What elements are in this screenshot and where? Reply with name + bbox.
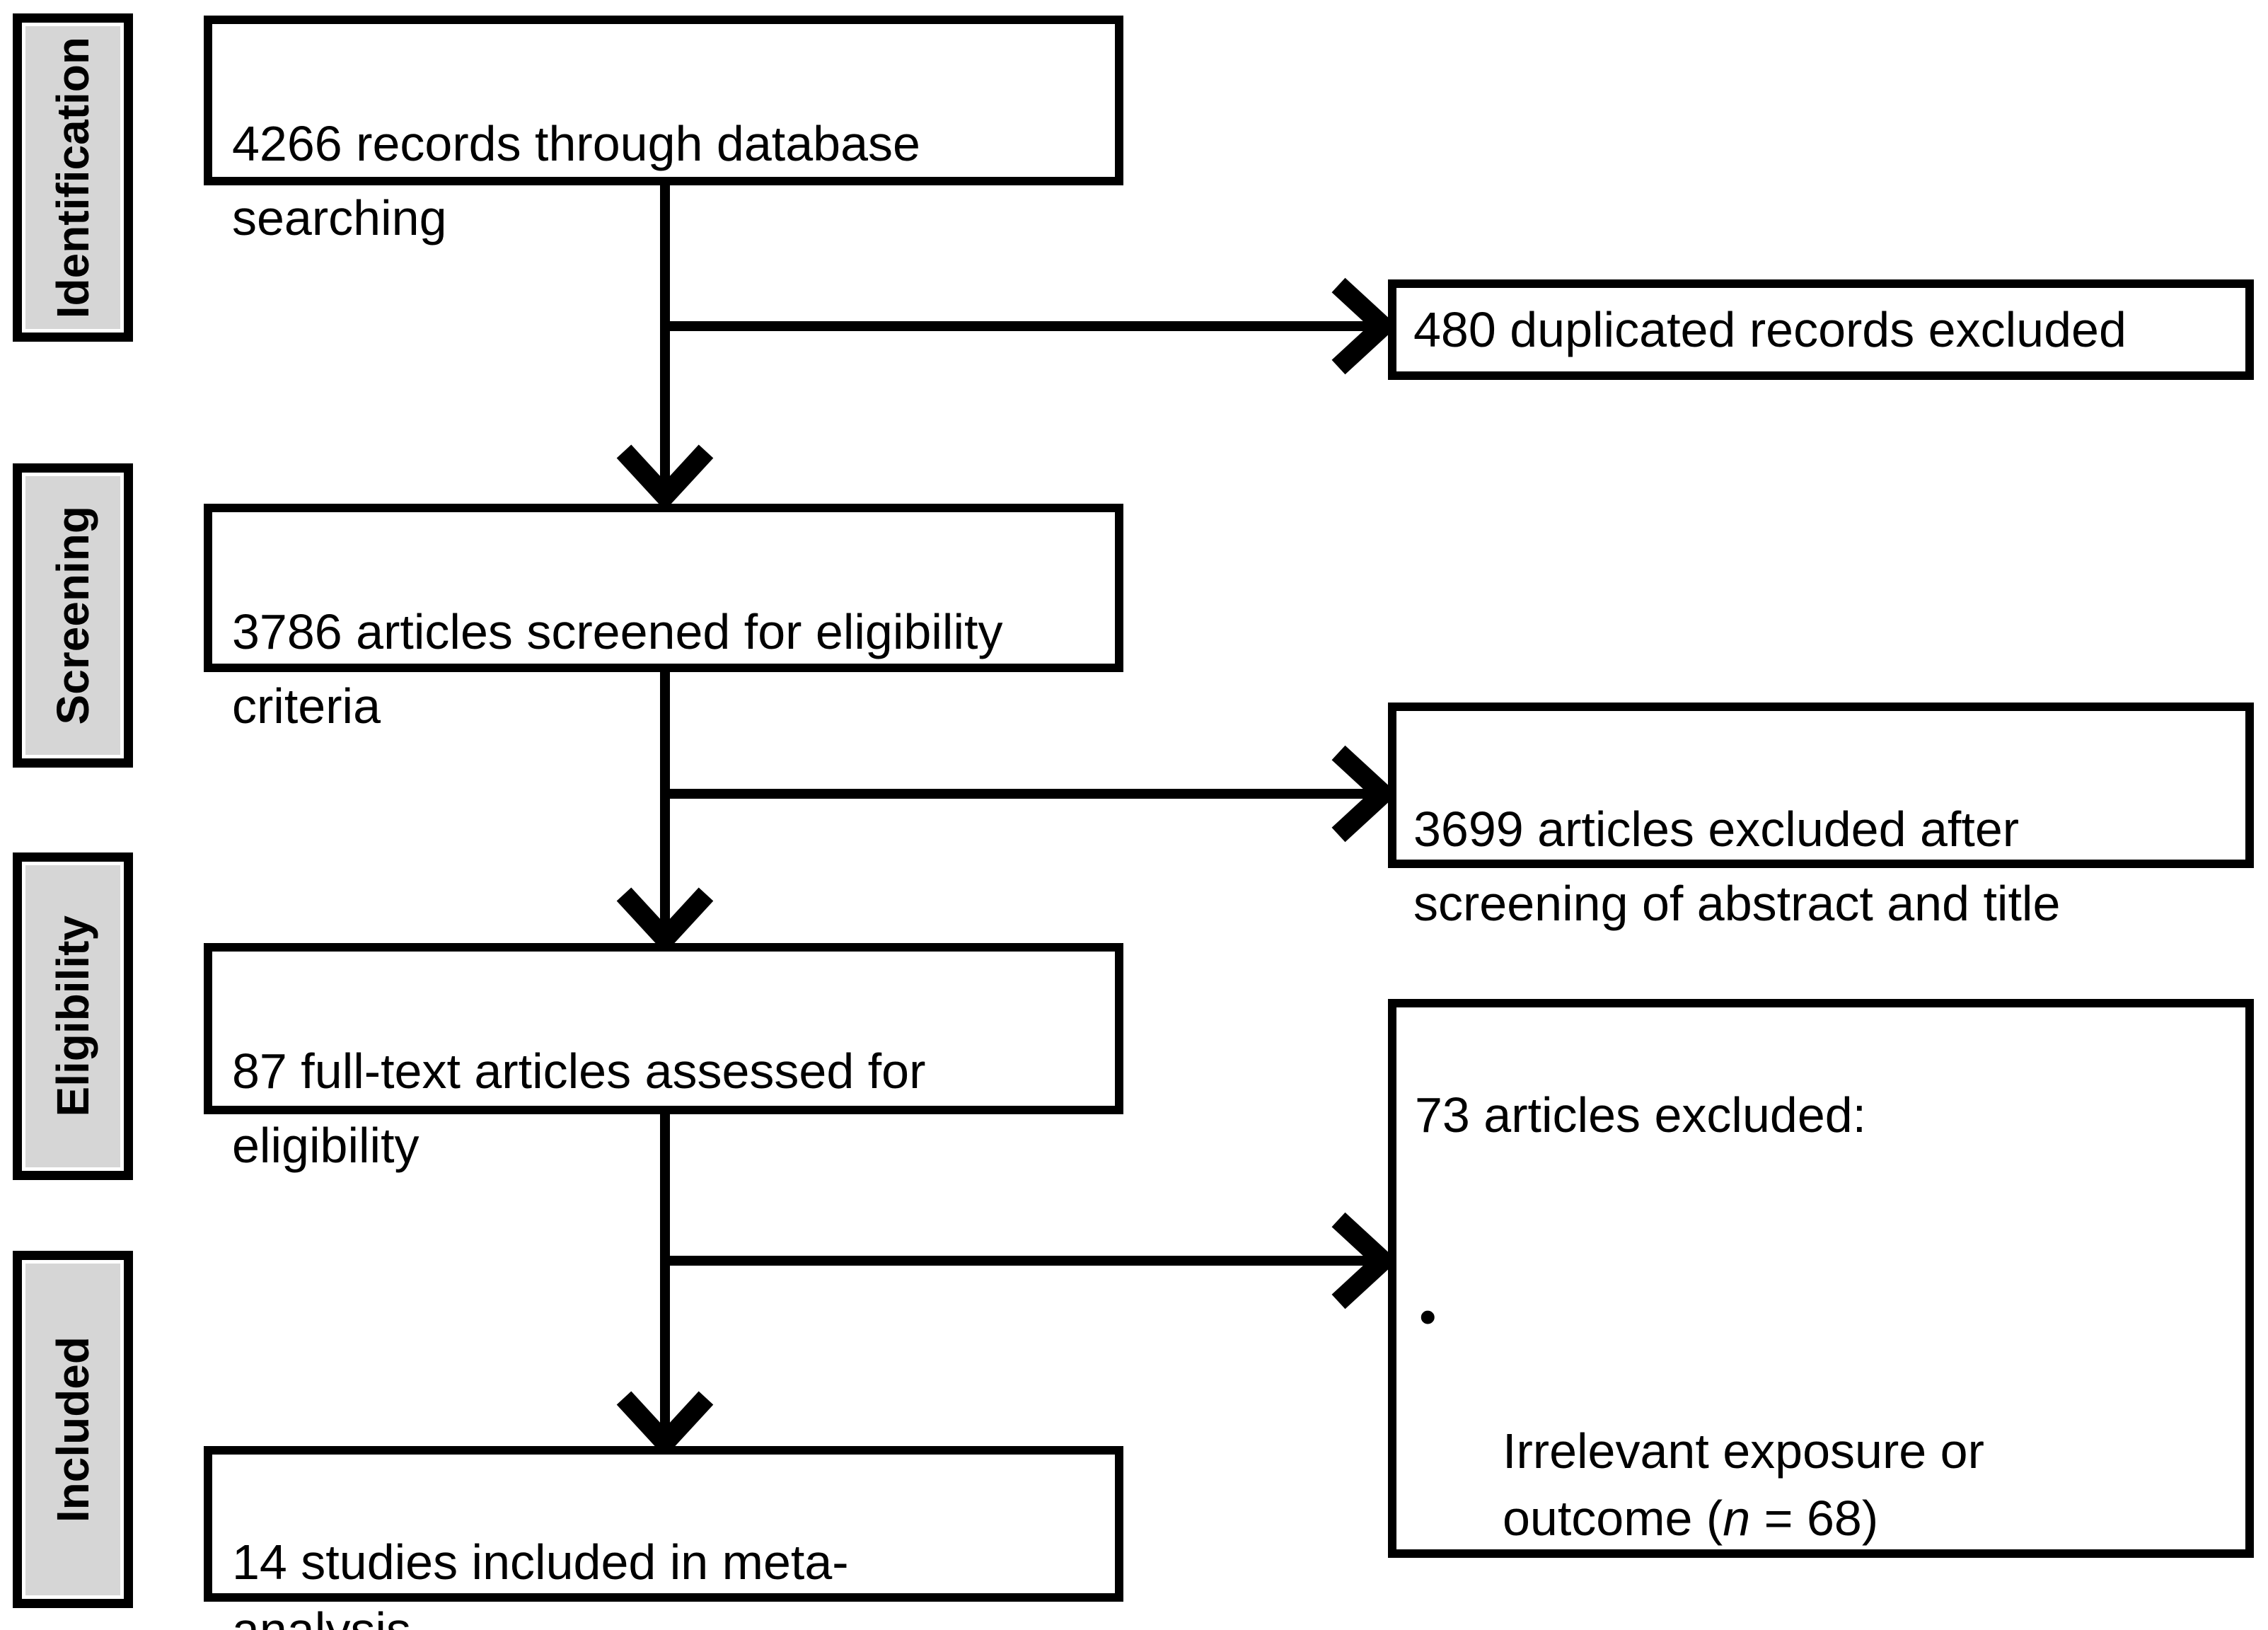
stage-label-identification: Identification: [47, 36, 98, 319]
arrow-to-duplicates-excluded: [665, 277, 1398, 375]
stage-label-screening: Screening: [47, 506, 98, 725]
exclusion-box-title-abstract-text: 3699 articles excluded after screening o…: [1413, 802, 2061, 931]
stage-box-eligibility: Eligibility: [13, 852, 133, 1180]
exclusion-box-title-abstract: 3699 articles excluded after screening o…: [1388, 703, 2254, 931]
flow-box-studies-included: 14 studies included in meta- analysis: [204, 1446, 1123, 1630]
flow-box-studies-included-text: 14 studies included in meta- analysis: [232, 1534, 849, 1630]
exclusion-box-duplicates: 480 duplicated records excluded: [1388, 279, 2254, 380]
exclusion-reason-text: Irrelevant exposure or outcome (n = 68): [1503, 1423, 1984, 1546]
stage-label-eligibility: Eligibility: [47, 915, 98, 1117]
exclusion-reason-item: • Irrelevant exposure or outcome (n = 68…: [1415, 1283, 2231, 1552]
exclusion-box-fulltext: 73 articles excluded: • Irrelevant expos…: [1388, 999, 2254, 1630]
arrow-screened-to-fulltext: [616, 672, 714, 954]
stage-box-screening: Screening: [13, 463, 133, 768]
arrow-identified-to-screened: [616, 185, 714, 511]
flow-box-fulltext-assessed-text: 87 full-text articles assessed for eligi…: [232, 1044, 926, 1173]
stage-box-included: Included: [13, 1251, 133, 1608]
exclusion-reason-item: • Inadequate data (RR reports with expos…: [1415, 1619, 2231, 1630]
exclusion-reason-list: • Irrelevant exposure or outcome (n = 68…: [1415, 1216, 2231, 1630]
exclusion-box-duplicates-text: 480 duplicated records excluded: [1413, 301, 2127, 357]
flow-box-fulltext-assessed: 87 full-text articles assessed for eligi…: [204, 943, 1123, 1173]
arrow-to-fulltext-excluded: [665, 1212, 1398, 1310]
flow-box-records-identified: 4266 records through database searching: [204, 16, 1123, 245]
exclusion-box-fulltext-heading: 73 articles excluded:: [1415, 1087, 1867, 1143]
bullet-icon: •: [1419, 1289, 1437, 1344]
stage-box-identification: Identification: [13, 13, 133, 342]
flow-box-records-screened-text: 3786 articles screened for eligibility c…: [232, 604, 1003, 734]
flow-box-records-identified-text: 4266 records through database searching: [232, 116, 920, 245]
arrow-fulltext-to-included: [616, 1113, 714, 1457]
arrow-to-title-abstract-excluded: [665, 745, 1398, 843]
bullet-icon: •: [1419, 1619, 1437, 1630]
flow-box-records-screened: 3786 articles screened for eligibility c…: [204, 504, 1123, 734]
stage-label-included: Included: [47, 1336, 98, 1523]
